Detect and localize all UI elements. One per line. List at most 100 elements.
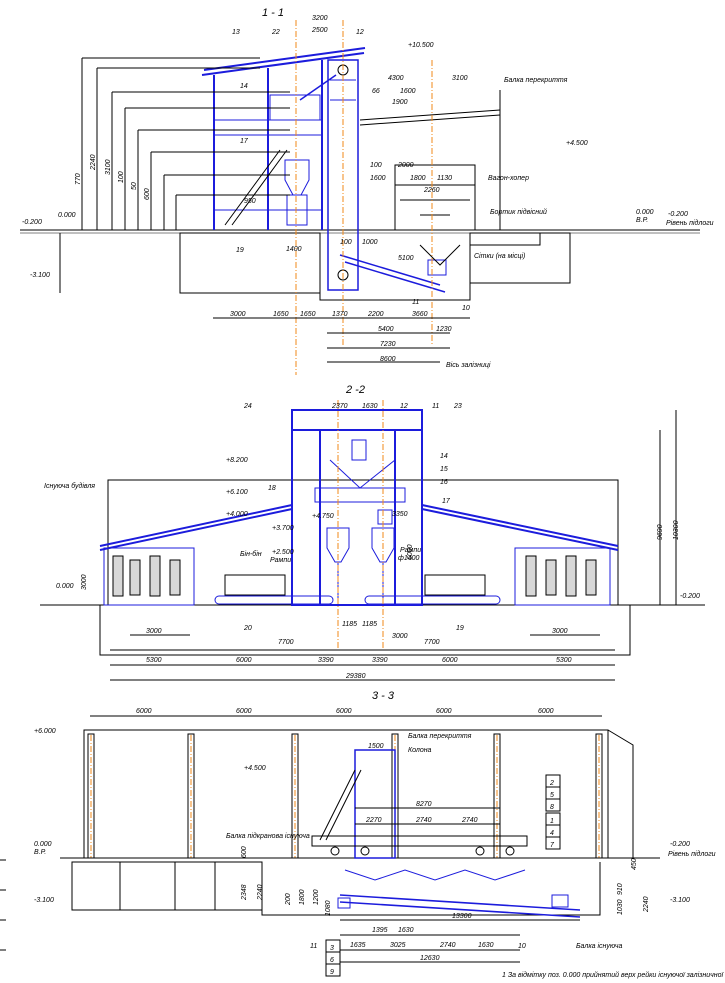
callout: 10 [518, 943, 526, 950]
callout: 11 [412, 299, 419, 306]
dim-text: 1230 [436, 326, 452, 333]
dim-text: 910 [617, 883, 624, 895]
level-mark: -3.100 [34, 897, 54, 904]
callout: 15 [440, 466, 448, 473]
dim-text: 100 [340, 239, 352, 246]
dim-text: 1400 [286, 246, 302, 253]
dim-text: 600 [241, 846, 248, 858]
level-mark: +3.700 [272, 525, 294, 532]
dim-text: 2740 [439, 942, 456, 949]
dim-6600: 100 [118, 171, 125, 183]
section-2-2: 2 -2 [40, 384, 705, 681]
level-mark: 0.000 [58, 212, 76, 219]
callout: 10 [462, 305, 470, 312]
bin-hopper [284, 159, 310, 196]
dim-text: 3025 [390, 942, 406, 949]
bin-right [371, 527, 395, 563]
label-column: Колона [408, 747, 432, 754]
level-mark: В.Р. [34, 849, 46, 856]
callout: 5 [550, 792, 554, 799]
level-mark: 0.000 [56, 583, 74, 590]
stairs [224, 149, 288, 226]
dim-text: 2740 [415, 817, 432, 824]
dim-text: 6000 [436, 708, 452, 715]
dim-text: 1500 [368, 743, 384, 750]
level-mark: +4.500 [566, 140, 588, 147]
dim-text: 1370 [332, 311, 348, 318]
dim-8200: 3100 [105, 159, 112, 175]
callout: 4 [550, 830, 554, 837]
left-dimensions: 770 2240 3100 100 50 600 [59, 57, 290, 293]
label-wagon: Вагон-хопер [488, 175, 529, 182]
existing-hall [83, 729, 609, 859]
dim-text: 6000 [236, 657, 252, 664]
callout: 9 [330, 969, 334, 976]
dim-text: 100 [370, 162, 382, 169]
dim-text: 6000 [336, 708, 352, 715]
dim-text: 1650 [273, 311, 289, 318]
dim-text: 1185 [342, 621, 357, 628]
dim-9730: 2240 [90, 154, 97, 171]
label-floor-level: Рівень підлоги [666, 219, 714, 227]
label-ramp: Рампи [270, 557, 291, 564]
callout: 3 [330, 945, 334, 952]
dim-text: 950 [244, 198, 256, 205]
dim-text: 5100 [398, 255, 414, 262]
dim-text: 3390 [372, 657, 388, 664]
section-title-1-1: 1 - 1 [262, 7, 284, 19]
dim-text: 1000 [362, 239, 378, 246]
section-3-3: 3 - 3 6000 6000 6000 6000 6000 [34, 690, 725, 979]
callout: 23 [453, 403, 462, 410]
callout: 14 [440, 453, 448, 460]
dim-text: 2240 [643, 896, 650, 913]
dim-text: 2740 [461, 817, 478, 824]
label-existing-building: Існуюча будівля [44, 482, 95, 490]
level-mark: +2.500 [272, 549, 294, 556]
side-bays [103, 547, 611, 606]
callout: 19 [456, 625, 464, 632]
hopper-wagon [394, 164, 476, 231]
dim-text: 1395 [372, 927, 388, 934]
callout: 18 [268, 485, 276, 492]
dim-text: 29380 [345, 673, 366, 680]
dim-text: 3000 [392, 633, 408, 640]
dim-text: 1800 [299, 889, 306, 905]
dim-13500: 770 [75, 173, 82, 185]
callout: 12 [400, 403, 408, 410]
level-mark: 0.000 [636, 209, 654, 216]
callout-stack-mid: 1 4 7 [545, 812, 561, 850]
level-mark: -0.200 [22, 219, 42, 226]
dim-text: 3200 [312, 15, 328, 22]
dim-text: 3000 [81, 574, 88, 590]
label-floor-level: Рівень підлоги [668, 850, 716, 858]
level-mark: -0.200 [680, 593, 700, 600]
dim-text: 66 [372, 88, 380, 95]
dim-text: 1630 [478, 942, 494, 949]
callout: 13 [232, 29, 240, 36]
dim-text: 12630 [420, 955, 440, 962]
level-mark: +6.000 [34, 728, 56, 735]
callout: 7 [550, 842, 555, 849]
dim-text: 3100 [452, 75, 468, 82]
dim-text: 5300 [146, 657, 162, 664]
dim-text: 2200 [367, 311, 384, 318]
callout: 20 [243, 625, 252, 632]
callout: 17 [442, 498, 451, 505]
dim-text: 8270 [416, 801, 432, 808]
dim-text: 2240 [257, 884, 264, 901]
existing-building [107, 479, 619, 606]
roof-right [421, 504, 619, 547]
dim-text: 2270 [365, 817, 382, 824]
callout: 11 [310, 943, 317, 950]
callout: 19 [236, 247, 244, 254]
dim-text: 1635 [350, 942, 366, 949]
dim-text: 3000 [146, 628, 162, 635]
dim-text: 3660 [412, 311, 428, 318]
dim-text: 1080 [325, 900, 332, 916]
dim-text: 6000 [407, 544, 414, 560]
dim-text: 2260 [423, 187, 440, 194]
dim-text: 1900 [392, 99, 408, 106]
dim-text: 4300 [388, 75, 404, 82]
roof-slab [203, 47, 366, 71]
